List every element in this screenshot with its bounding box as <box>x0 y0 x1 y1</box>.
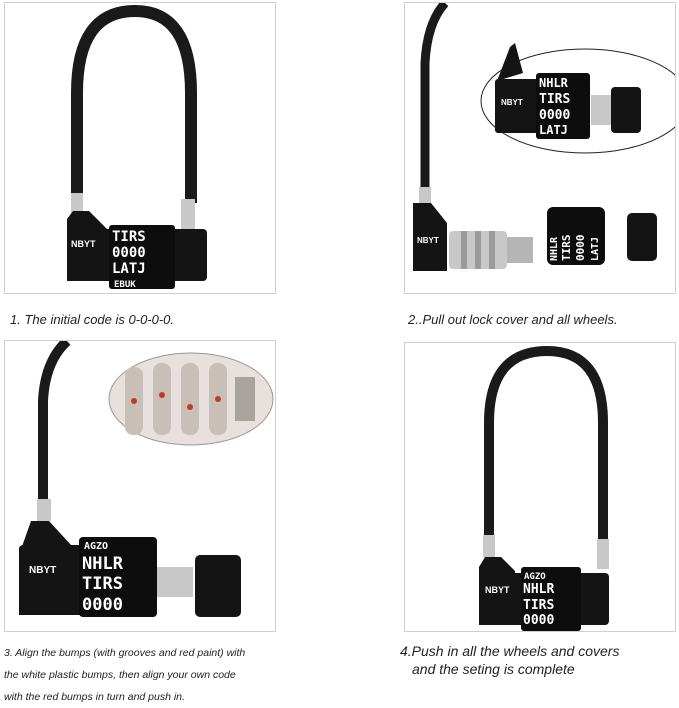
lock-cover <box>195 555 241 617</box>
cable-shackle <box>420 0 449 193</box>
lock-cover <box>627 213 657 261</box>
cable-shackle <box>71 4 197 203</box>
wheel-row-4: 0000 <box>523 613 554 628</box>
step-4-caption: 4.Push in all the wheels and covers and … <box>400 642 676 678</box>
body-brand-label: NBYT <box>417 236 439 245</box>
code-wheels: TIRS 0000 LATJ EBUK <box>109 225 175 290</box>
stack-row-2: TIRS <box>560 235 573 262</box>
wheel-row-1: AGZO <box>84 541 108 552</box>
wheel-row-1: TIRS <box>112 229 146 245</box>
step-3-caption-line-3: with the red bumps in turn and push in. <box>4 691 185 703</box>
brand-label: NBYT <box>71 239 96 249</box>
wheel-row-4: EBUK <box>114 280 136 290</box>
wheel-row-3: TIRS <box>82 574 123 594</box>
inset-row-2: TIRS <box>539 92 570 107</box>
step-3-caption-line-2: the white plastic bumps, then align your… <box>4 669 236 681</box>
step-2-panel: NBYT NHLR TIRS 0000 LATJ NBYT NHLR TIRS … <box>404 0 679 294</box>
brand-label: NBYT <box>29 565 56 576</box>
step-2-caption: 2..Pull out lock cover and all wheels. <box>408 312 618 327</box>
wheel-row-2: 0000 <box>112 245 146 261</box>
code-wheels: AGZO NHLR TIRS 0000 <box>79 537 157 617</box>
step-4-panel: NBYT AGZO NHLR TIRS 0000 <box>404 342 676 632</box>
brand-label: NBYT <box>485 585 510 595</box>
cable-shackle <box>38 337 71 501</box>
cable-shackle <box>484 345 608 553</box>
metal-bumps-closeup <box>125 363 255 435</box>
stack-row-1: NHLR <box>549 236 560 261</box>
wheel-row-1: AGZO <box>524 572 546 582</box>
lock-initial-image: NBYT TIRS 0000 LATJ EBUK <box>67 4 207 290</box>
step-1-panel: NBYT TIRS 0000 LATJ EBUK <box>4 2 276 294</box>
inset-row-1: NHLR <box>539 76 569 90</box>
step-4-caption-line-2: and the seting is complete <box>412 661 575 677</box>
wheel-stack: NHLR TIRS 0000 LATJ <box>547 207 605 265</box>
wheel-row-4: 0000 <box>82 595 123 615</box>
wheel-row-2: NHLR <box>82 554 124 574</box>
metal-core <box>449 231 533 269</box>
step-4-caption-line-1: 4.Push in all the wheels and covers <box>400 643 620 659</box>
step-3-caption: 3. Align the bumps (with grooves and red… <box>4 642 276 708</box>
stack-row-4: LATJ <box>590 237 601 261</box>
inset-row-4: LATJ <box>539 123 568 137</box>
disassembled-lock-image: NBYT NHLR TIRS 0000 LATJ NBYT NHLR TIRS … <box>413 0 679 271</box>
alignment-image: NBYT AGZO NHLR TIRS 0000 <box>19 337 274 617</box>
assembled-lock-image: NBYT AGZO NHLR TIRS 0000 <box>479 345 609 631</box>
wheel-row-2: NHLR <box>523 582 554 597</box>
step-3-panel: NBYT AGZO NHLR TIRS 0000 <box>4 337 276 632</box>
wheel-row-3: TIRS <box>523 598 554 613</box>
step-1-caption: 1. The initial code is 0-0-0-0. <box>10 312 175 327</box>
inset-row-3: 0000 <box>539 108 570 123</box>
stack-row-3: 0000 <box>574 235 587 262</box>
code-wheels: AGZO NHLR TIRS 0000 <box>521 567 581 631</box>
step-3-caption-line-1: 3. Align the bumps (with grooves and red… <box>4 647 246 659</box>
inset-brand-label: NBYT <box>501 98 523 107</box>
wheel-row-3: LATJ <box>112 261 146 277</box>
